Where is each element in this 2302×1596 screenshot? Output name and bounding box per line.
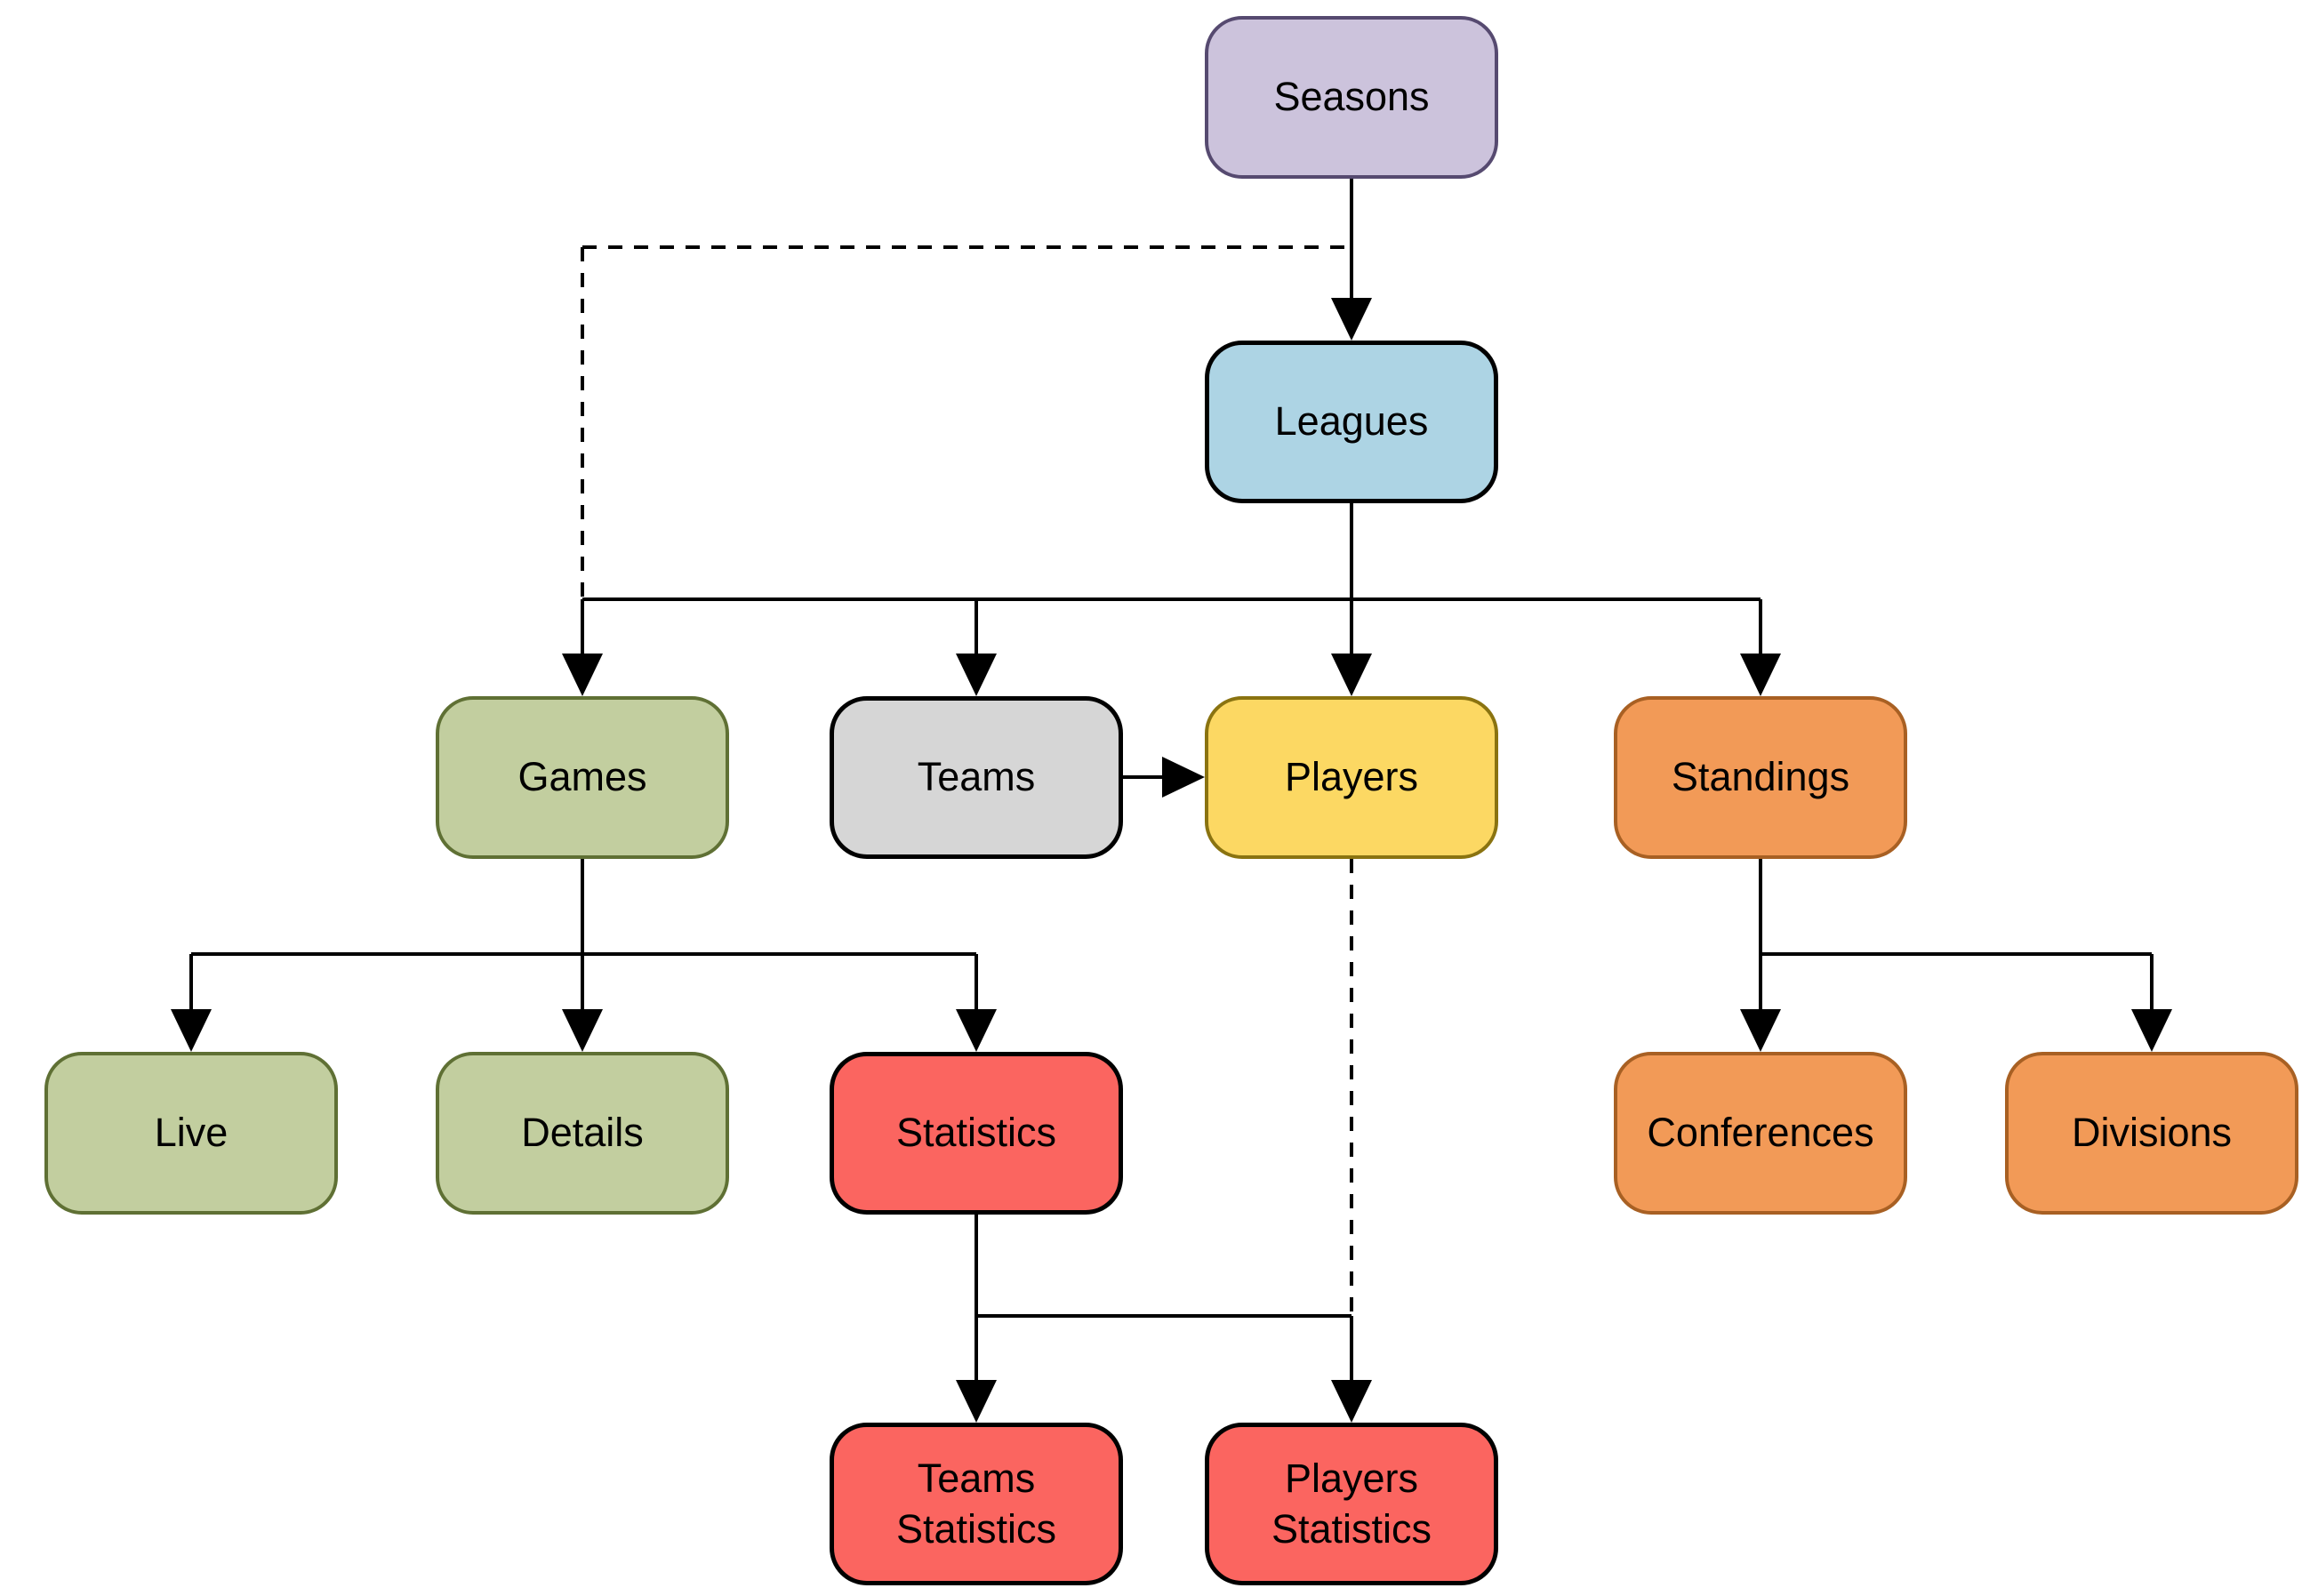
arrow-leagues-icon xyxy=(1331,298,1372,341)
node-label-live: Live xyxy=(154,1110,229,1156)
edge-seasons-dashed-h xyxy=(582,245,1352,249)
edge-drop-teams-statistics-v xyxy=(975,1316,978,1380)
node-label-leagues: Leagues xyxy=(1274,398,1429,445)
node-label-conferences: Conferences xyxy=(1647,1110,1874,1156)
arrow-players-statistics-icon xyxy=(1331,1380,1372,1423)
edge-drop-divisions-v xyxy=(2150,954,2154,1011)
edge-teams-to-players-h xyxy=(1123,775,1164,779)
node-leagues: Leagues xyxy=(1205,341,1498,503)
node-label-teams-statistics: Teams Statistics xyxy=(895,1456,1057,1552)
arrow-divisions-icon xyxy=(2131,1009,2172,1052)
node-label-divisions: Divisions xyxy=(2071,1110,2233,1156)
node-label-seasons: Seasons xyxy=(1273,74,1430,120)
node-label-teams: Teams xyxy=(917,754,1036,800)
edge-stats-junction-h xyxy=(976,1314,1352,1318)
edge-seasons-dashed-v xyxy=(581,247,584,599)
edge-drop-details-v xyxy=(581,954,584,1011)
node-label-details: Details xyxy=(521,1110,644,1156)
node-conferences: Conferences xyxy=(1614,1052,1907,1215)
arrow-details-icon xyxy=(562,1009,603,1052)
node-players: Players xyxy=(1205,696,1498,859)
arrow-teams-icon xyxy=(956,654,997,696)
edge-leagues-fanout-h xyxy=(582,597,1761,601)
node-standings: Standings xyxy=(1614,696,1907,859)
edge-games-stem-v xyxy=(581,859,584,954)
edge-drop-players-v xyxy=(1350,599,1353,655)
edge-drop-standings-v xyxy=(1759,599,1762,655)
arrow-live-icon xyxy=(171,1009,212,1052)
edge-drop-live-v xyxy=(189,954,193,1011)
edge-players-dashed-v xyxy=(1350,859,1353,1316)
node-label-games: Games xyxy=(517,754,647,800)
node-seasons: Seasons xyxy=(1205,16,1498,179)
edge-standings-fanout-h xyxy=(1761,952,2152,956)
node-teams: Teams xyxy=(830,696,1123,859)
edge-leagues-stem-v xyxy=(1350,503,1353,599)
node-games: Games xyxy=(436,696,729,859)
node-label-statistics: Statistics xyxy=(895,1110,1057,1156)
node-statistics: Statistics xyxy=(830,1052,1123,1215)
arrow-teams-to-players-icon xyxy=(1162,757,1205,798)
edge-drop-games-v xyxy=(581,599,584,655)
edge-drop-conferences-v xyxy=(1759,954,1762,1011)
node-players-statistics: Players Statistics xyxy=(1205,1423,1498,1585)
arrow-players-icon xyxy=(1331,654,1372,696)
node-divisions: Divisions xyxy=(2005,1052,2298,1215)
edge-seasons-to-leagues-v xyxy=(1350,179,1353,298)
node-label-players: Players xyxy=(1284,754,1419,800)
arrow-games-icon xyxy=(562,654,603,696)
arrow-conferences-icon xyxy=(1740,1009,1781,1052)
arrow-standings-icon xyxy=(1740,654,1781,696)
node-details: Details xyxy=(436,1052,729,1215)
node-label-players-statistics: Players Statistics xyxy=(1271,1456,1432,1552)
node-teams-statistics: Teams Statistics xyxy=(830,1423,1123,1585)
edge-drop-teams-v xyxy=(975,599,978,655)
edge-drop-statistics-v xyxy=(975,954,978,1011)
node-live: Live xyxy=(44,1052,338,1215)
arrow-statistics-icon xyxy=(956,1009,997,1052)
edge-statistics-stem-v xyxy=(975,1215,978,1316)
node-label-standings: Standings xyxy=(1671,754,1850,800)
arrow-teams-statistics-icon xyxy=(956,1380,997,1423)
edge-standings-stem-v xyxy=(1759,859,1762,954)
edge-drop-players-statistics-v xyxy=(1350,1316,1353,1380)
